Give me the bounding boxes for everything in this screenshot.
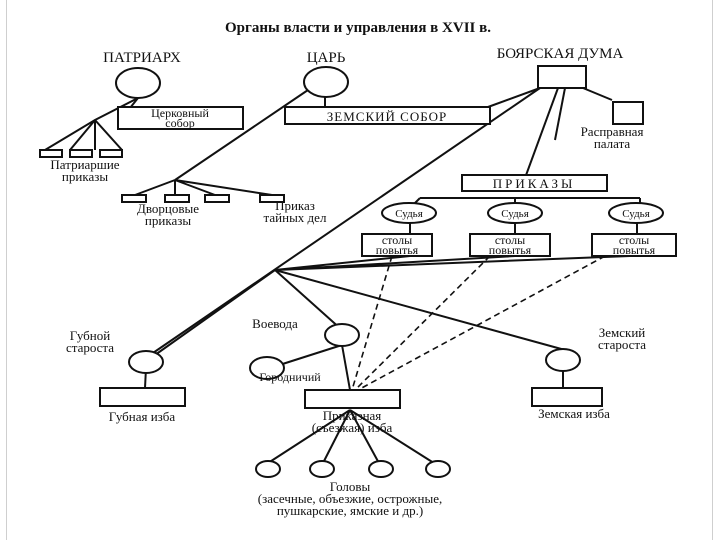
golovy-label: пушкарские, ямские и др.) [277,503,423,518]
stoly-box [469,233,551,257]
gubnoy-circle [128,350,164,374]
small-box [164,194,190,203]
stoly-label: повытья [376,243,419,257]
golova-circle [255,460,281,478]
boyar-duma-label: БОЯРСКАЯ ДУМА [497,46,624,62]
patriarch-prikazy-label: Патриаршие [50,157,119,172]
voevoda-label: Воевода [252,316,298,331]
tsar-label: ЦАРЬ [307,50,346,66]
stoly-box [361,233,433,257]
gubnaya-izba-box [99,387,186,407]
small-box [204,194,230,203]
tsar-circle [303,66,349,98]
church-council-label: Церковный [151,106,209,120]
left-edge-line [6,0,7,540]
right-edge-line [712,0,713,540]
judge-label: Судья [501,208,529,220]
diagram-title: Органы власти и управления в XVII в. [225,20,491,36]
duma-to-palata-line [554,87,566,141]
church-council-label: собор [165,116,194,130]
dashed-lines [351,255,606,391]
zemskaya-izba-label: Земская изба [538,406,610,421]
zemsky-starosta-label: староста [598,337,646,352]
palace-branches [134,179,273,196]
golovy-label: (засечные, объезжие, острожные, [258,491,442,506]
small-box [259,194,285,203]
prikaznaya-izba-label: Приказная [323,408,382,423]
duma-to-gubnoy-line [149,87,541,356]
gubnaya-izba-label: Губная изба [109,409,176,424]
patriarch-prikazy-label: приказы [62,169,108,184]
secret-prikaz-label: тайных дел [264,210,327,225]
zemsky-sobor-label: ЗЕМСКИЙ СОБОР [327,109,447,124]
gubnoy-starosta-label: Губной [70,328,110,343]
small-box [121,194,147,203]
duma-box [537,65,587,89]
small-box [99,149,123,158]
zemsky-starosta-circle [545,348,581,372]
boxes [39,65,677,409]
zemskaya-izba-box [531,387,603,407]
prikaznaya-izba-label: (съезжая) изба [312,420,393,435]
hub-to-local-lines [154,269,566,356]
judge-ellipse [487,202,543,224]
palace-prikazy-label: Дворцовые [137,201,199,216]
prikazy-box [461,174,608,192]
stoly-to-prikaznaya-dashed [351,255,606,391]
judge-label: Судья [395,208,423,220]
stoly-label: столы [382,233,412,247]
patriarch-label: ПАТРИАРХ [103,50,181,66]
patriarch-prikazy-branches [69,119,123,151]
zemsky-sobor-box [284,106,491,125]
church-council-box [117,106,244,130]
stoly-label: повытья [613,243,656,257]
prikaznaya-izba-box [304,389,401,409]
prikazy-label: ПРИКАЗЫ [493,176,576,191]
judge-ellipse [608,202,664,224]
stoly-to-hub-lines [274,255,631,271]
gorodnichy-label: Городничий [259,370,321,384]
raspravnaya-palata-label: палата [594,136,631,151]
connector-lines [44,87,641,466]
golova-circle [309,460,335,478]
stoly-box [591,233,677,257]
patriarch-circle [115,67,161,99]
izba-to-golovy-lines [264,409,438,466]
judge-ellipses [381,202,664,224]
duma-to-prikazy-line [524,87,559,179]
stoly-label: столы [619,233,649,247]
secret-prikaz-label: Приказ [275,198,315,213]
palata-box [612,101,644,125]
golova-circle [425,460,451,478]
raspravnaya-palata-label: Расправная [581,124,644,139]
small-box [39,149,63,158]
gubnoy-starosta-label: староста [66,340,114,355]
duma-to-sobor-line [487,87,541,108]
stoly-label: повытья [489,243,532,257]
voevoda-circle [324,323,360,347]
judge-label: Судья [622,208,650,220]
zemsky-starosta-label: Земский [599,325,646,340]
palace-prikazy-label: приказы [145,213,191,228]
tsar-to-palace-line [174,89,309,181]
golova-circle [368,460,394,478]
golovy-label: Головы [330,479,371,494]
stoly-label: столы [495,233,525,247]
circles [115,66,581,478]
duma-to-palata-box-line [582,87,613,101]
small-box [69,149,93,158]
judge-ellipse [381,202,437,224]
gorodnichy-circle [249,356,285,380]
